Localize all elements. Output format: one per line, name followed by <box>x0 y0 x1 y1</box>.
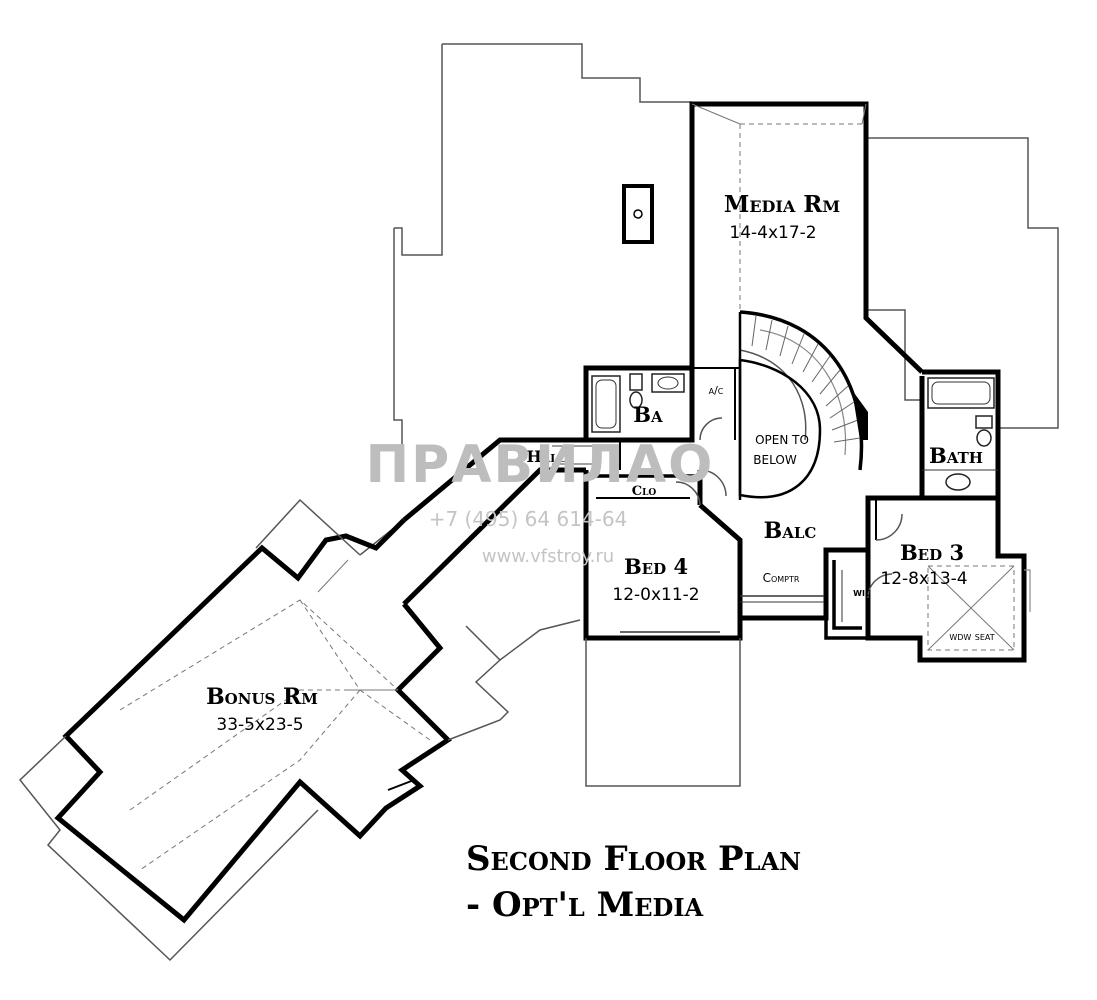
media-room-label: Media Rm <box>724 191 840 218</box>
wdw-seat-label: wdw seat <box>949 630 994 643</box>
staircase <box>738 310 868 500</box>
hall <box>359 437 621 606</box>
garage-outline <box>585 638 741 787</box>
wic-label: wic <box>853 585 871 599</box>
media-room-dims: 14-4x17-2 <box>729 223 816 243</box>
watermark-phone: +7 (495) 64 614-64 <box>429 507 628 531</box>
media-room <box>689 101 924 374</box>
bed3-label: Bed 3 <box>900 540 964 565</box>
bonus-room-dims: 33-5x23-5 <box>216 715 303 735</box>
open-below-line1: OPEN TO <box>755 433 809 447</box>
bath-right <box>919 369 1001 501</box>
chimney <box>622 184 654 244</box>
plan-title-line1: Second Floor Plan <box>466 839 801 879</box>
ba-label: Ba <box>633 402 663 427</box>
ac-label: a/c <box>709 384 724 397</box>
plan-title-line2: - Opt'l Media <box>466 885 704 925</box>
bonus-room-label: Bonus Rm <box>206 684 318 710</box>
bed4-dims: 12-0x11-2 <box>612 585 699 605</box>
clo-label: Clo <box>632 484 657 499</box>
comptr-label: Comptr <box>763 571 800 585</box>
bed4-label: Bed 4 <box>624 554 688 579</box>
ba-and-ac <box>583 312 740 443</box>
bed3 <box>824 498 1031 663</box>
watermark-logo: ПРАВИЛАО <box>366 435 715 495</box>
bed3-dims: 12-8x13-4 <box>880 569 967 589</box>
open-below-line2: BELOW <box>753 453 797 467</box>
watermark-url: www.vfstroy.ru <box>482 546 614 567</box>
bed4 <box>583 469 743 641</box>
hall-label: Hall <box>526 447 565 466</box>
balcony <box>737 495 922 621</box>
bonus-room <box>18 498 581 962</box>
balc-label: Balc <box>764 518 817 544</box>
bath-label: Bath <box>929 443 983 468</box>
